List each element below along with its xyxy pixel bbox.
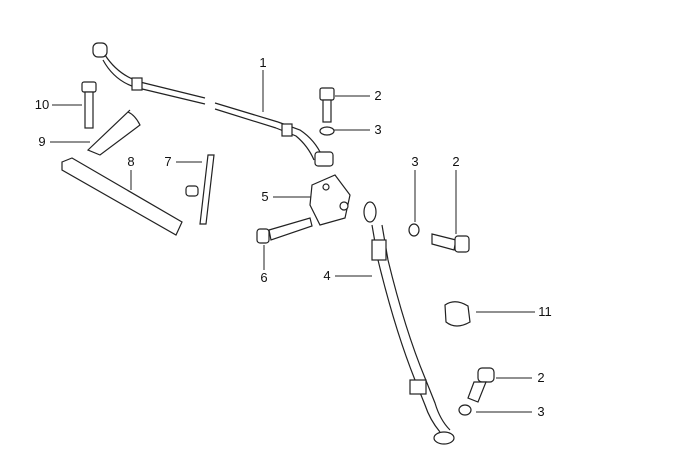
callout-3[interactable]: 3 bbox=[537, 404, 545, 419]
callout-11[interactable]: 11 bbox=[538, 304, 552, 319]
banjo-bolt-low bbox=[458, 367, 495, 416]
rubber-strip-part bbox=[61, 157, 183, 236]
callout-8[interactable]: 8 bbox=[127, 154, 135, 169]
callout-2[interactable]: 2 bbox=[537, 370, 545, 385]
banjo-bolt-mid bbox=[431, 233, 470, 253]
callout-9[interactable]: 9 bbox=[38, 134, 46, 149]
hose-clamp-part bbox=[444, 301, 471, 327]
banjo-bolt-top bbox=[319, 87, 335, 136]
callout-10[interactable]: 10 bbox=[34, 97, 50, 112]
callout-3[interactable]: 3 bbox=[374, 122, 382, 137]
callout-3[interactable]: 3 bbox=[411, 154, 419, 169]
callout-6[interactable]: 6 bbox=[260, 270, 268, 285]
callout-7[interactable]: 7 bbox=[164, 154, 172, 169]
callout-2[interactable]: 2 bbox=[374, 88, 382, 103]
bleeder-screw-part bbox=[256, 217, 313, 244]
washer-mid bbox=[408, 223, 420, 237]
bolt-part bbox=[81, 81, 97, 129]
callout-5[interactable]: 5 bbox=[261, 189, 269, 204]
line-holder-part bbox=[185, 154, 215, 225]
brake-line-part bbox=[92, 42, 334, 167]
callout-1[interactable]: 1 bbox=[259, 55, 267, 70]
distributor-tee-part bbox=[309, 174, 351, 226]
spring-clip-part bbox=[86, 109, 141, 156]
callout-4[interactable]: 4 bbox=[323, 268, 331, 283]
leader-lines bbox=[50, 70, 535, 413]
callout-2[interactable]: 2 bbox=[452, 154, 460, 169]
brake-hose-part bbox=[363, 201, 455, 445]
